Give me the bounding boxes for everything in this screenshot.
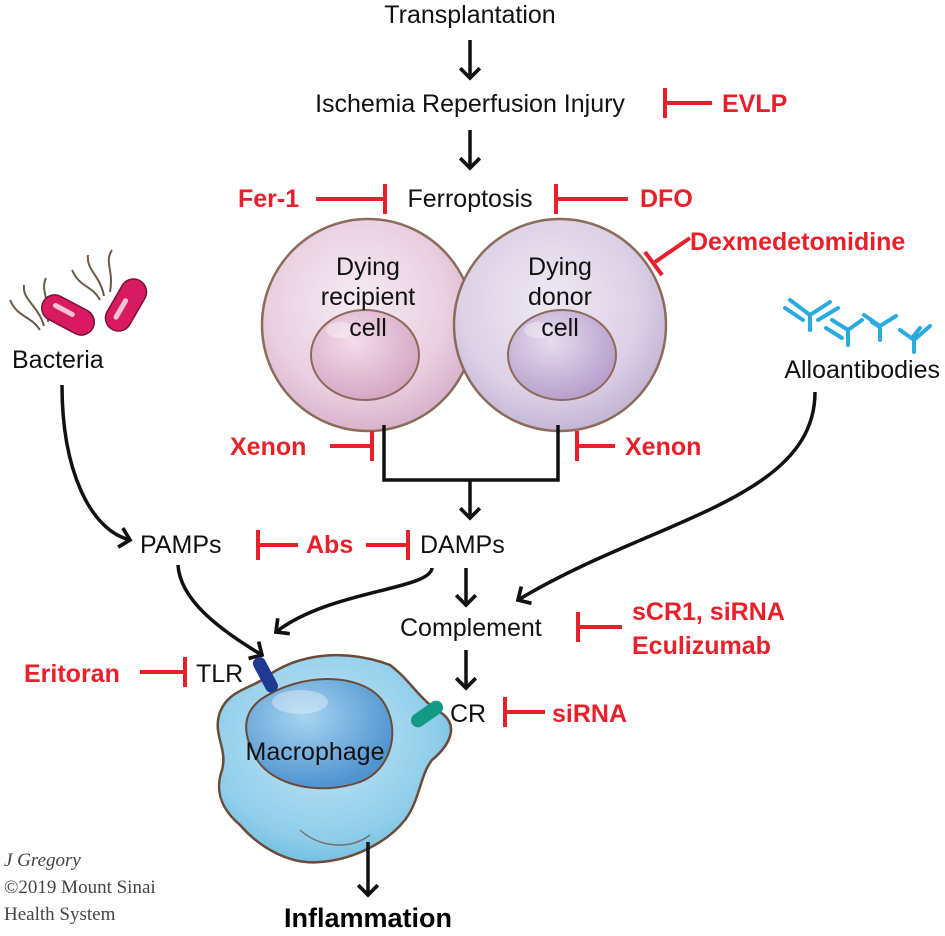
cr-sirna-inhibitor bbox=[503, 697, 545, 727]
donor-cell-line3: cell bbox=[541, 314, 579, 342]
complement-inhibitor bbox=[576, 612, 622, 642]
damps-label: DAMPs bbox=[420, 531, 505, 559]
eritoran-inhibitor bbox=[140, 657, 187, 687]
tlr-label: TLR bbox=[196, 660, 243, 688]
xenon-right-inhibitor bbox=[575, 431, 615, 461]
evlp-label: EVLP bbox=[722, 90, 787, 118]
dying-donor-cell: Dying donor cell bbox=[452, 217, 668, 433]
donor-cell-line1: Dying bbox=[528, 253, 592, 281]
cr-sirna-label: siRNA bbox=[552, 700, 627, 728]
pamps-label: PAMPs bbox=[140, 531, 222, 559]
bacteria-label: Bacteria bbox=[12, 346, 104, 374]
ferroptosis-label: Ferroptosis bbox=[407, 185, 532, 213]
dfo-label: DFO bbox=[640, 185, 693, 213]
dfo-inhibitor bbox=[554, 184, 628, 214]
eritoran-label: Eritoran bbox=[24, 660, 120, 688]
transplantation-label: Transplantation bbox=[384, 1, 555, 29]
dexmedetomidine-inhibitor bbox=[643, 236, 692, 277]
fer1-inhibitor bbox=[316, 184, 387, 214]
bacteria-icon bbox=[9, 249, 148, 336]
iri-label: Ischemia Reperfusion Injury bbox=[315, 90, 625, 118]
cells-merge-bracket bbox=[382, 425, 560, 482]
arrow-alloantibodies-to-complement bbox=[515, 391, 817, 606]
inflammation-label: Inflammation bbox=[284, 903, 452, 931]
abs-label: Abs bbox=[306, 531, 353, 559]
dying-recipient-cell: Dying recipient cell bbox=[260, 217, 476, 433]
evlp-inhibitor bbox=[663, 88, 712, 118]
tlr-receptor bbox=[252, 657, 278, 693]
dexmedetomidine-label: Dexmedetomidine bbox=[690, 228, 905, 256]
donor-cell-line2: donor bbox=[528, 283, 592, 311]
alloantibodies-label: Alloantibodies bbox=[784, 356, 940, 384]
arrow-pamps-to-tlr bbox=[176, 564, 265, 661]
arrow-damps-to-tlr bbox=[273, 567, 434, 636]
xenon-left-label: Xenon bbox=[230, 433, 306, 461]
cr-receptor bbox=[410, 700, 444, 728]
recipient-cell-line2: recipient bbox=[321, 283, 416, 311]
arrow-bacteria-to-pamps bbox=[60, 384, 133, 549]
fer1-label: Fer-1 bbox=[238, 185, 299, 213]
xenon-left-inhibitor bbox=[330, 431, 374, 461]
xenon-right-label: Xenon bbox=[625, 433, 701, 461]
recipient-cell-line3: cell bbox=[349, 314, 387, 342]
complement-inhibitor-line1: sCR1, siRNA bbox=[632, 598, 785, 626]
complement-label: Complement bbox=[400, 614, 542, 642]
antibody-icon bbox=[783, 298, 932, 354]
macrophage-cell bbox=[216, 653, 453, 864]
complement-inhibitor-line2: Eculizumab bbox=[632, 632, 771, 660]
macrophage-label: Macrophage bbox=[246, 738, 385, 766]
credit-copyright: ©2019 Mount Sinai bbox=[4, 877, 156, 898]
credit-organization: Health System bbox=[4, 904, 116, 925]
abs-right-inhibitor bbox=[366, 530, 410, 560]
recipient-cell-line1: Dying bbox=[336, 253, 400, 281]
credit-author: J Gregory bbox=[4, 850, 81, 871]
abs-left-inhibitor bbox=[256, 530, 298, 560]
cr-label: CR bbox=[450, 700, 486, 728]
